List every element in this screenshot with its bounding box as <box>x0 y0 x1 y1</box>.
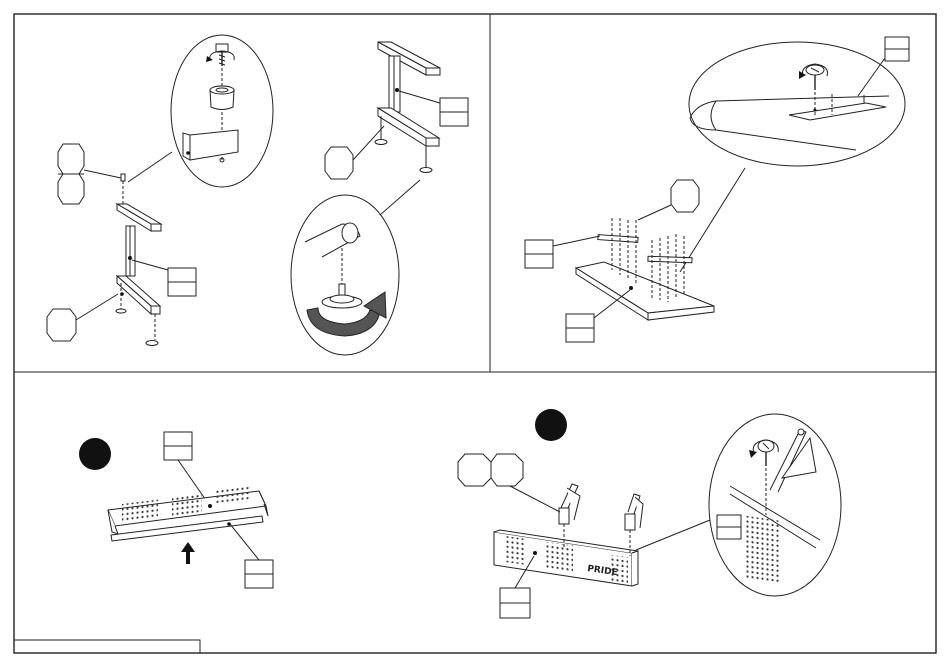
bolt-icon <box>216 44 228 66</box>
screw-icon <box>758 440 774 466</box>
step-marker <box>79 438 111 470</box>
zoom-leader-2 <box>380 180 420 215</box>
right-leg-assembly <box>375 42 440 173</box>
sheet-border <box>14 14 936 653</box>
hardware-callout-octagon <box>58 174 84 204</box>
modesty-panel: PRIDE <box>494 484 643 586</box>
left-leg-assembly <box>116 174 161 346</box>
zoom-leader-4 <box>636 520 710 550</box>
hardware-callout-octagon <box>491 454 523 486</box>
zoom-bolt-bushing <box>171 35 273 187</box>
hardware-callout-octagon <box>325 147 353 179</box>
zoom-bracket-screw <box>689 42 905 166</box>
zoom-leader-1 <box>128 152 172 182</box>
desktop-top <box>576 218 714 320</box>
hardware-callout-octagon <box>58 144 84 174</box>
panel-legs <box>47 35 468 355</box>
step-marker <box>535 409 567 441</box>
zoom-leveling-glide <box>291 195 399 355</box>
push-up-arrow-icon <box>181 542 195 564</box>
hardware-callout-octagon <box>47 309 76 341</box>
zoom-panel-bracket <box>709 414 841 596</box>
footer-box <box>14 640 200 653</box>
hardware-callout-octagon <box>458 454 491 486</box>
screw-icon <box>806 65 824 90</box>
hardware-callout-octagon <box>671 180 699 212</box>
rotation-arrow-icon <box>307 308 380 336</box>
modesty-rail <box>108 485 268 541</box>
bushing-icon <box>210 86 234 110</box>
panel-brackets <box>525 37 909 342</box>
panel-rail <box>79 432 273 588</box>
rotate-arrow-head-icon <box>749 450 757 458</box>
panel-modesty: PRIDE <box>458 409 841 618</box>
